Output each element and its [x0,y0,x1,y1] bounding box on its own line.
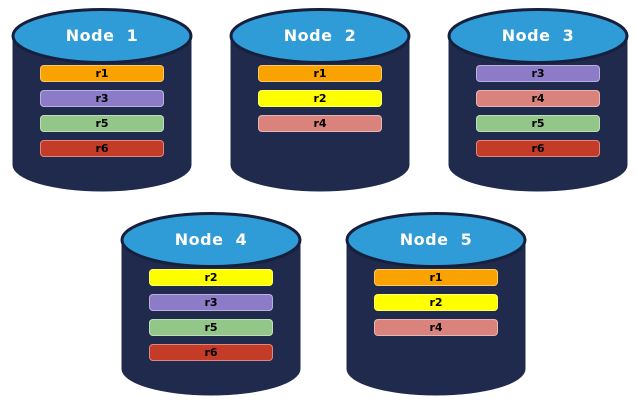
replica-bar-r2: r2 [258,90,382,107]
replica-label: r4 [313,117,327,130]
replica-bar-r2: r2 [374,294,498,311]
replica-list: r1 r3 r5 r6 [40,65,164,157]
replica-label: r3 [204,296,218,309]
replica-label: r3 [95,92,109,105]
replica-list: r2 r3 r5 r6 [149,269,273,361]
node-title: Node 3 [501,26,575,45]
replica-bar-r6: r6 [40,140,164,157]
database-node-4: Node 4 r2 r3 r5 r6 [119,211,303,399]
replica-label: r5 [95,117,109,130]
replica-bar-r1: r1 [374,269,498,286]
node-title: Node 5 [399,230,473,249]
replica-bar-r3: r3 [476,65,600,82]
replica-bar-r6: r6 [476,140,600,157]
replica-label: r5 [204,321,218,334]
replica-label: r2 [204,271,218,284]
replica-label: r1 [313,67,327,80]
database-node-5: Node 5 r1 r2 r4 [344,211,528,399]
replica-bar-r5: r5 [149,319,273,336]
replica-label: r1 [429,271,443,284]
replica-bar-r5: r5 [40,115,164,132]
replica-label: r3 [531,67,545,80]
replica-label: r6 [204,346,218,359]
replica-label: r5 [531,117,545,130]
node-title: Node 2 [283,26,357,45]
replica-bar-r1: r1 [258,65,382,82]
replica-list: r1 r2 r4 [258,65,382,132]
replica-label: r6 [95,142,109,155]
replica-bar-r5: r5 [476,115,600,132]
replica-label: r2 [313,92,327,105]
replica-bar-r3: r3 [149,294,273,311]
replica-bar-r4: r4 [258,115,382,132]
database-node-3: Node 3 r3 r4 r5 r6 [446,7,630,195]
replica-label: r1 [95,67,109,80]
node-title: Node 1 [65,26,139,45]
replica-bar-r4: r4 [476,90,600,107]
replica-label: r6 [531,142,545,155]
database-node-2: Node 2 r1 r2 r4 [228,7,412,195]
replica-bar-r4: r4 [374,319,498,336]
replica-label: r4 [429,321,443,334]
replica-list: r1 r2 r4 [374,269,498,336]
node-title: Node 4 [174,230,248,249]
replica-label: r4 [531,92,545,105]
replica-bar-r6: r6 [149,344,273,361]
replica-list: r3 r4 r5 r6 [476,65,600,157]
replica-bar-r3: r3 [40,90,164,107]
database-node-1: Node 1 r1 r3 r5 r6 [10,7,194,195]
replica-label: r2 [429,296,443,309]
replica-bar-r1: r1 [40,65,164,82]
replica-bar-r2: r2 [149,269,273,286]
